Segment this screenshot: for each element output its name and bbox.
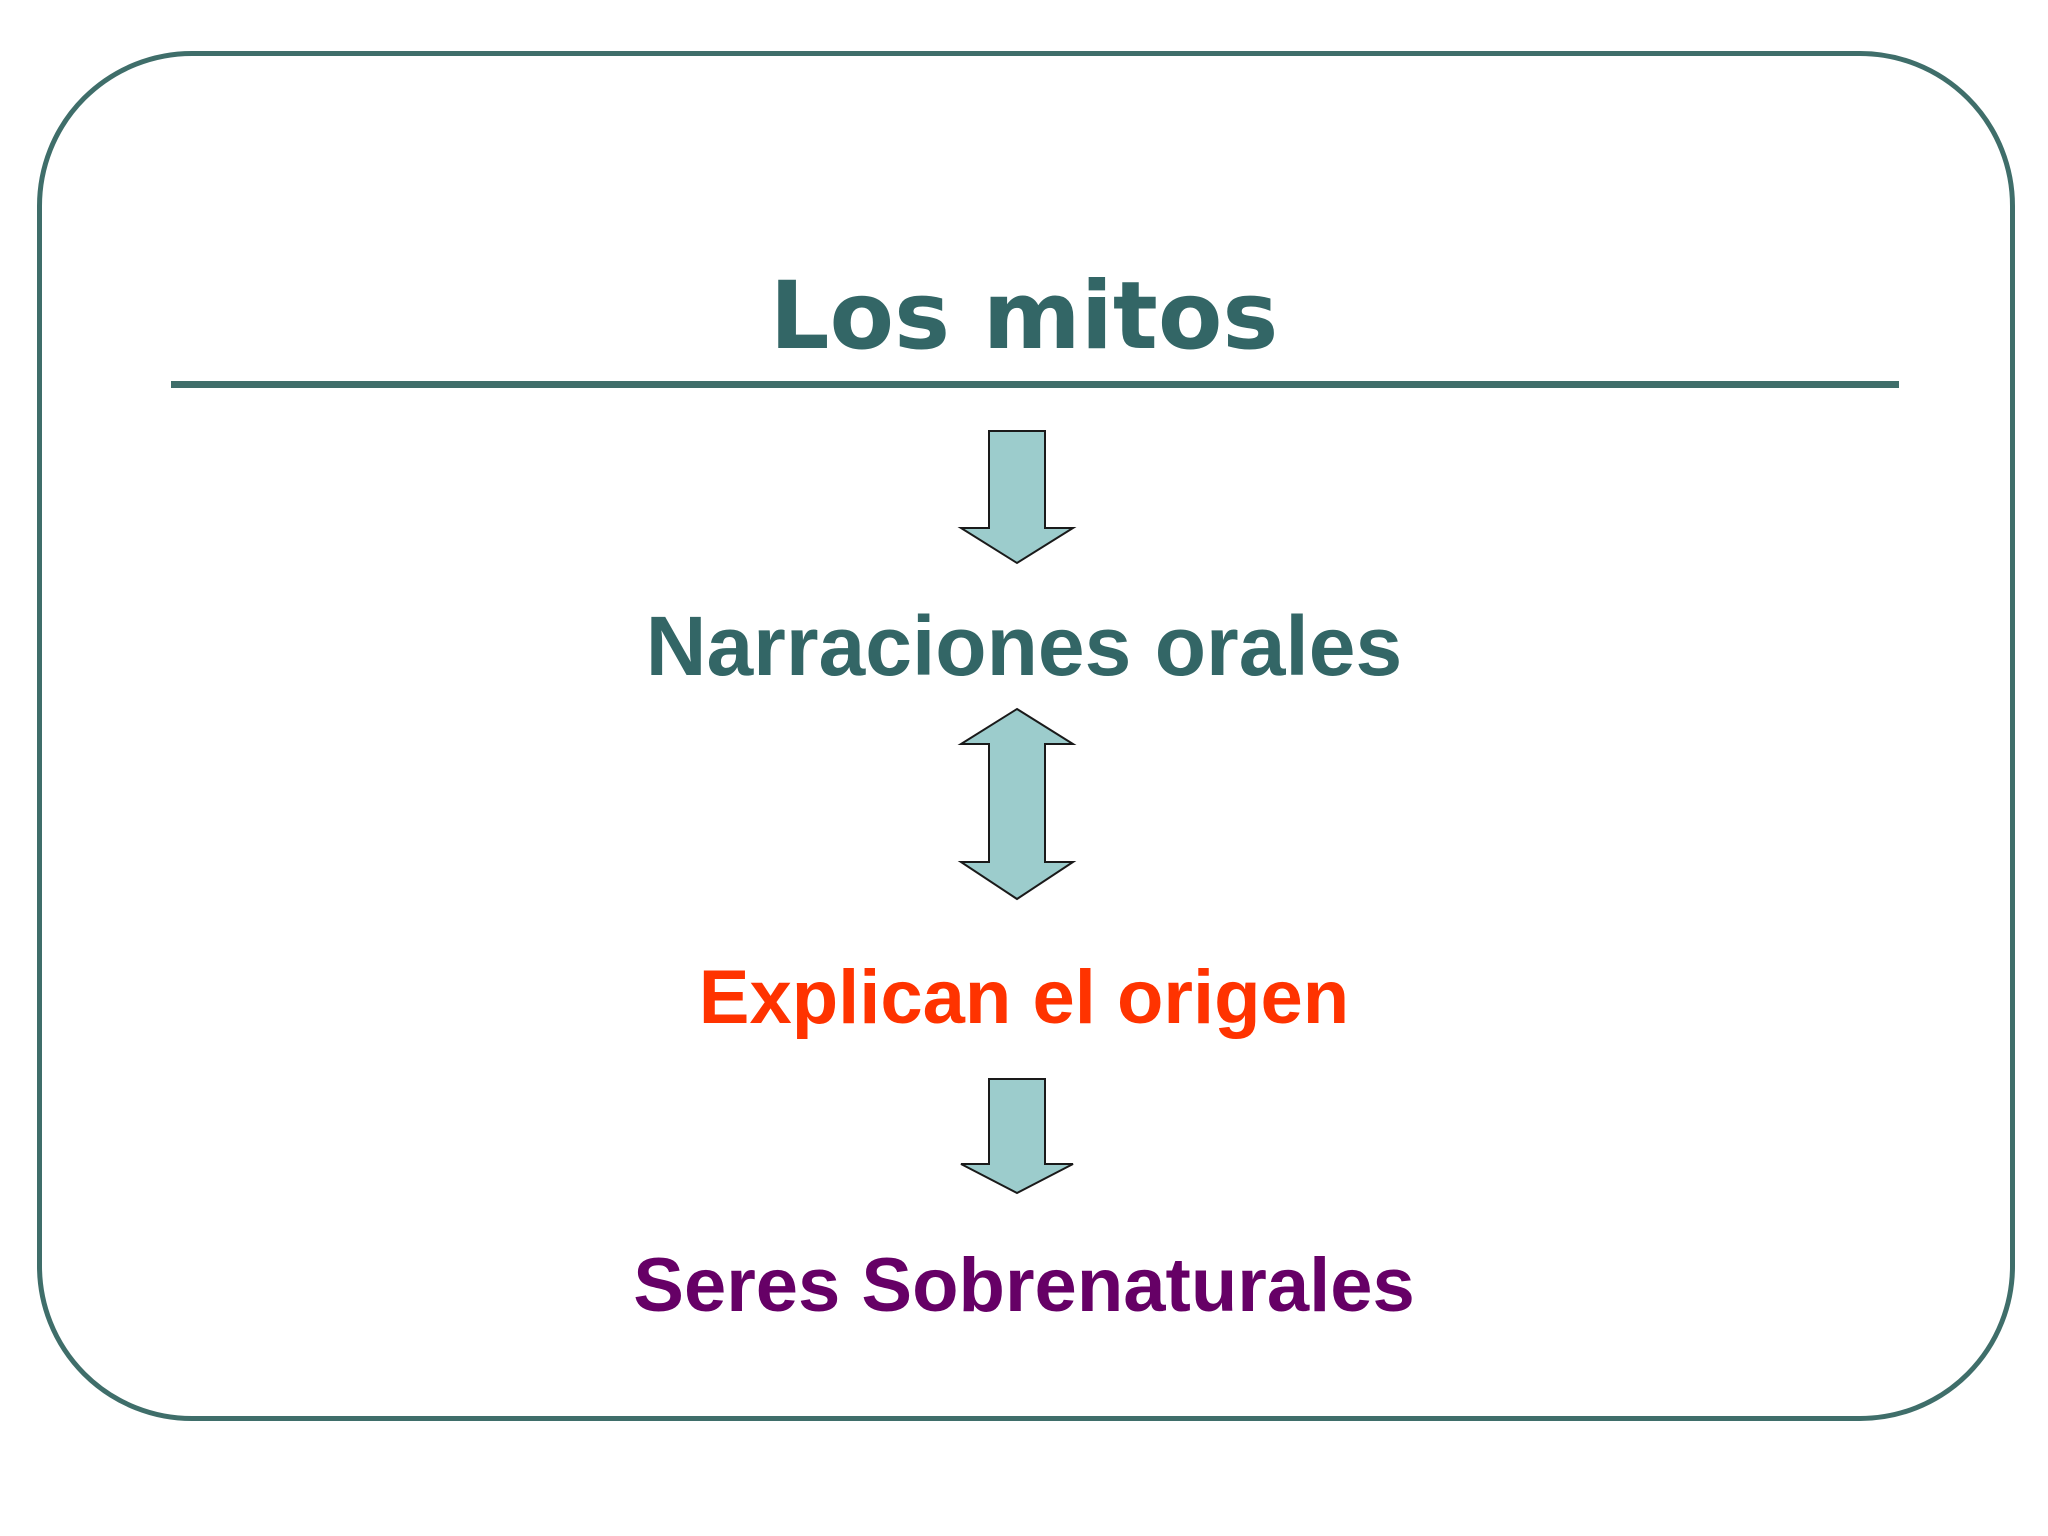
node-narraciones-orales: Narraciones orales xyxy=(645,599,1403,693)
rounded-frame xyxy=(37,51,2015,1421)
arrow-down-1 xyxy=(957,430,1077,565)
diagram-title: Los mitos xyxy=(769,262,1279,371)
arrow-down-2 xyxy=(960,1078,1074,1195)
node-seres-sobrenaturales: Seres Sobrenaturales xyxy=(633,1243,1415,1328)
node-explican-el-origen: Explican el origen xyxy=(698,955,1350,1040)
arrow-bidirectional xyxy=(957,707,1077,901)
title-underline xyxy=(171,381,1899,388)
